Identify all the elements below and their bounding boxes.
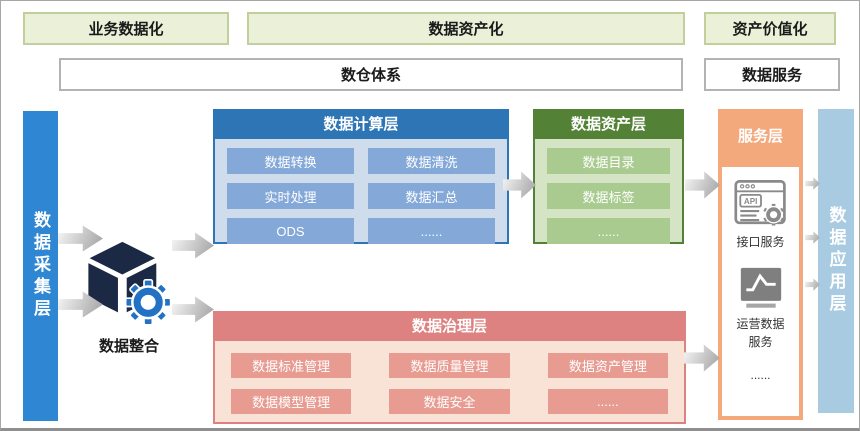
computing-item: ......	[368, 218, 495, 244]
governance-layer-items: 数据标准管理 数据质量管理 数据资产管理 数据模型管理 数据安全 ......	[215, 341, 684, 426]
operation-data-service-label: 运营数据服务	[736, 317, 785, 349]
service-layer-title: 服务层	[737, 128, 783, 145]
asset-layer-items: 数据目录 数据标签 ......	[535, 139, 682, 253]
asset-layer-box: 数据资产层 数据目录 数据标签 ......	[533, 109, 684, 244]
gear-icon	[124, 278, 172, 326]
svg-text:API: API	[743, 197, 756, 206]
computing-layer-box: 数据计算层 数据转换 数据清洗 实时处理 数据汇总 ODS ......	[213, 109, 509, 244]
banner-data-assetization: 数据资产化	[247, 12, 685, 45]
banner-asset-valorization: 资产价值化	[704, 12, 836, 45]
computing-layer-items: 数据转换 数据清洗 实时处理 数据汇总 ODS ......	[215, 139, 507, 253]
service-layer-box: 服务层 API	[718, 109, 803, 420]
governance-item: ......	[547, 389, 668, 414]
data-collection-layer-label: 数据采集层	[31, 211, 50, 321]
governance-item: 数据模型管理	[231, 389, 352, 414]
data-collection-layer-bar: 数据采集层	[23, 111, 58, 421]
data-integration-label: 数据整合	[98, 338, 159, 355]
computing-item: ODS	[227, 218, 354, 244]
asset-item: ......	[547, 218, 670, 244]
data-application-layer-bar: 数据应用层	[818, 109, 854, 413]
arrow-governance-to-service	[684, 344, 720, 372]
api-service-label: 接口服务	[736, 235, 785, 249]
service-more-label: ......	[750, 368, 771, 383]
governance-layer-box: 数据治理层 数据标准管理 数据质量管理 数据资产管理 数据模型管理 数据安全 .…	[213, 311, 686, 424]
computing-item: 数据转换	[227, 148, 354, 174]
banner-data-service: 数据服务	[704, 58, 840, 91]
banner-business-datafication: 业务数据化	[23, 12, 229, 45]
asset-item: 数据标签	[547, 183, 670, 209]
service-layer-panel: API 接口服务	[722, 167, 799, 416]
cube-gear-icon	[85, 239, 172, 326]
governance-item: 数据标准管理	[231, 353, 352, 378]
operation-chart-icon	[740, 268, 781, 309]
data-application-layer-label: 数据应用层	[826, 206, 846, 316]
api-service-icon: API	[733, 180, 786, 226]
arrow-asset-to-service	[685, 171, 720, 199]
governance-item: 数据安全	[389, 389, 510, 414]
governance-layer-title: 数据治理层	[215, 313, 684, 341]
data-integration: 数据整合	[79, 239, 179, 356]
asset-layer-title: 数据资产层	[535, 111, 682, 139]
banner-data-warehouse-system: 数仓体系	[59, 58, 683, 91]
computing-item: 数据汇总	[368, 183, 495, 209]
governance-item: 数据质量管理	[389, 353, 510, 378]
computing-layer-title: 数据计算层	[215, 111, 507, 139]
computing-item: 数据清洗	[368, 148, 495, 174]
computing-item: 实时处理	[227, 183, 354, 209]
asset-item: 数据目录	[547, 148, 670, 174]
governance-item: 数据资产管理	[547, 353, 668, 378]
